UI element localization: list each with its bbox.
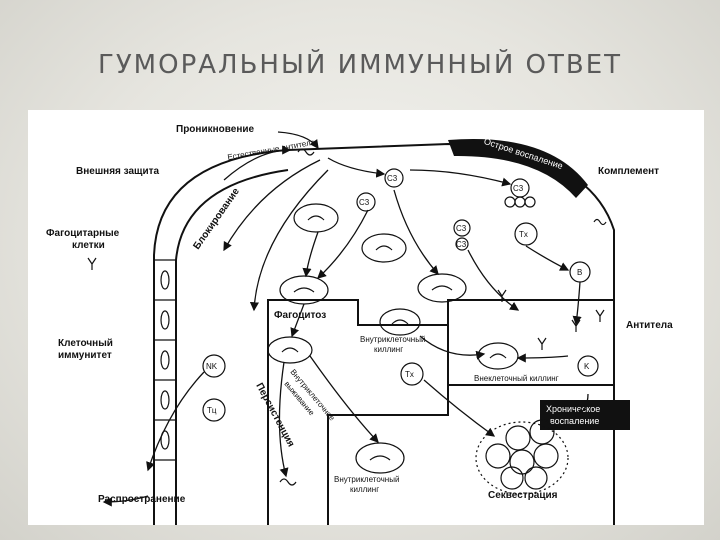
tissue-boundary — [153, 142, 615, 525]
intracellular-killing-1b: киллинг — [374, 345, 403, 354]
c3-b: C3 — [359, 198, 370, 207]
nk-cell: NK — [206, 362, 218, 371]
diagram-svg: Острое воспаление Проникновение Внешняя … — [46, 124, 673, 525]
antibody-marks — [87, 257, 605, 350]
chronic-inflammation-label-2: воспаление — [550, 416, 599, 426]
c3-chain: C3 — [456, 240, 467, 249]
cellular-immunity-label-1: Клеточный — [58, 338, 113, 349]
k-cell: K — [584, 362, 590, 371]
epithelium-inner-wall — [175, 169, 289, 525]
chronic-inflammation-label-1: Хроническое — [546, 404, 600, 414]
slide-title: ГУМОРАЛЬНЫЙ ИММУННЫЙ ОТВЕТ — [97, 50, 623, 80]
intracellular-killing-2b: киллинг — [350, 485, 379, 494]
complement-cells: C3 C3 C3 C3 C3 — [356, 168, 536, 251]
c3-d: C3 — [456, 224, 467, 233]
sequestration-compartment — [327, 385, 449, 525]
spread-label: Распространение — [98, 494, 186, 505]
complement-label: Комплемент — [598, 166, 659, 177]
th-cell-1: Tх — [519, 230, 528, 239]
epithelial-cells — [154, 259, 176, 461]
phagocytes — [267, 203, 519, 474]
acute-inflammation-band — [448, 138, 588, 198]
immune-response-diagram: Острое воспаление Проникновение Внешняя … — [28, 110, 704, 525]
cellular-immunity-label-2: иммунитет — [58, 350, 112, 361]
external-defense-label: Внешняя защита — [76, 166, 160, 177]
b-cell: B — [577, 268, 582, 277]
antibodies-label: Антитела — [626, 320, 673, 331]
penetration-label: Проникновение — [176, 124, 255, 135]
microbes — [279, 148, 607, 486]
tc-cell: Tц — [207, 406, 217, 415]
granuloma-cluster — [475, 419, 569, 495]
intracellular-killing-2a: Внутриклеточный — [334, 475, 399, 484]
flow-arrows — [102, 131, 589, 507]
lymphocytes: Tх Tх B K NK Tц — [202, 222, 599, 422]
th-cell-2: Tх — [405, 370, 414, 379]
phagocytic-cells-label-1: Фагоцитарные — [46, 228, 120, 239]
phagocytic-cells-label-2: клетки — [72, 240, 105, 251]
intracellular-killing-1a: Внутриклеточный — [360, 335, 425, 344]
c3-a: C3 — [387, 174, 398, 183]
sequestration-label: Секвестрация — [488, 490, 558, 501]
blocking-label: Блокирование — [191, 186, 242, 252]
extracellular-killing-label: Внеклеточный киллинг — [474, 374, 559, 383]
c3-c: C3 — [513, 184, 524, 193]
phagocytosis-compartment — [267, 299, 614, 525]
